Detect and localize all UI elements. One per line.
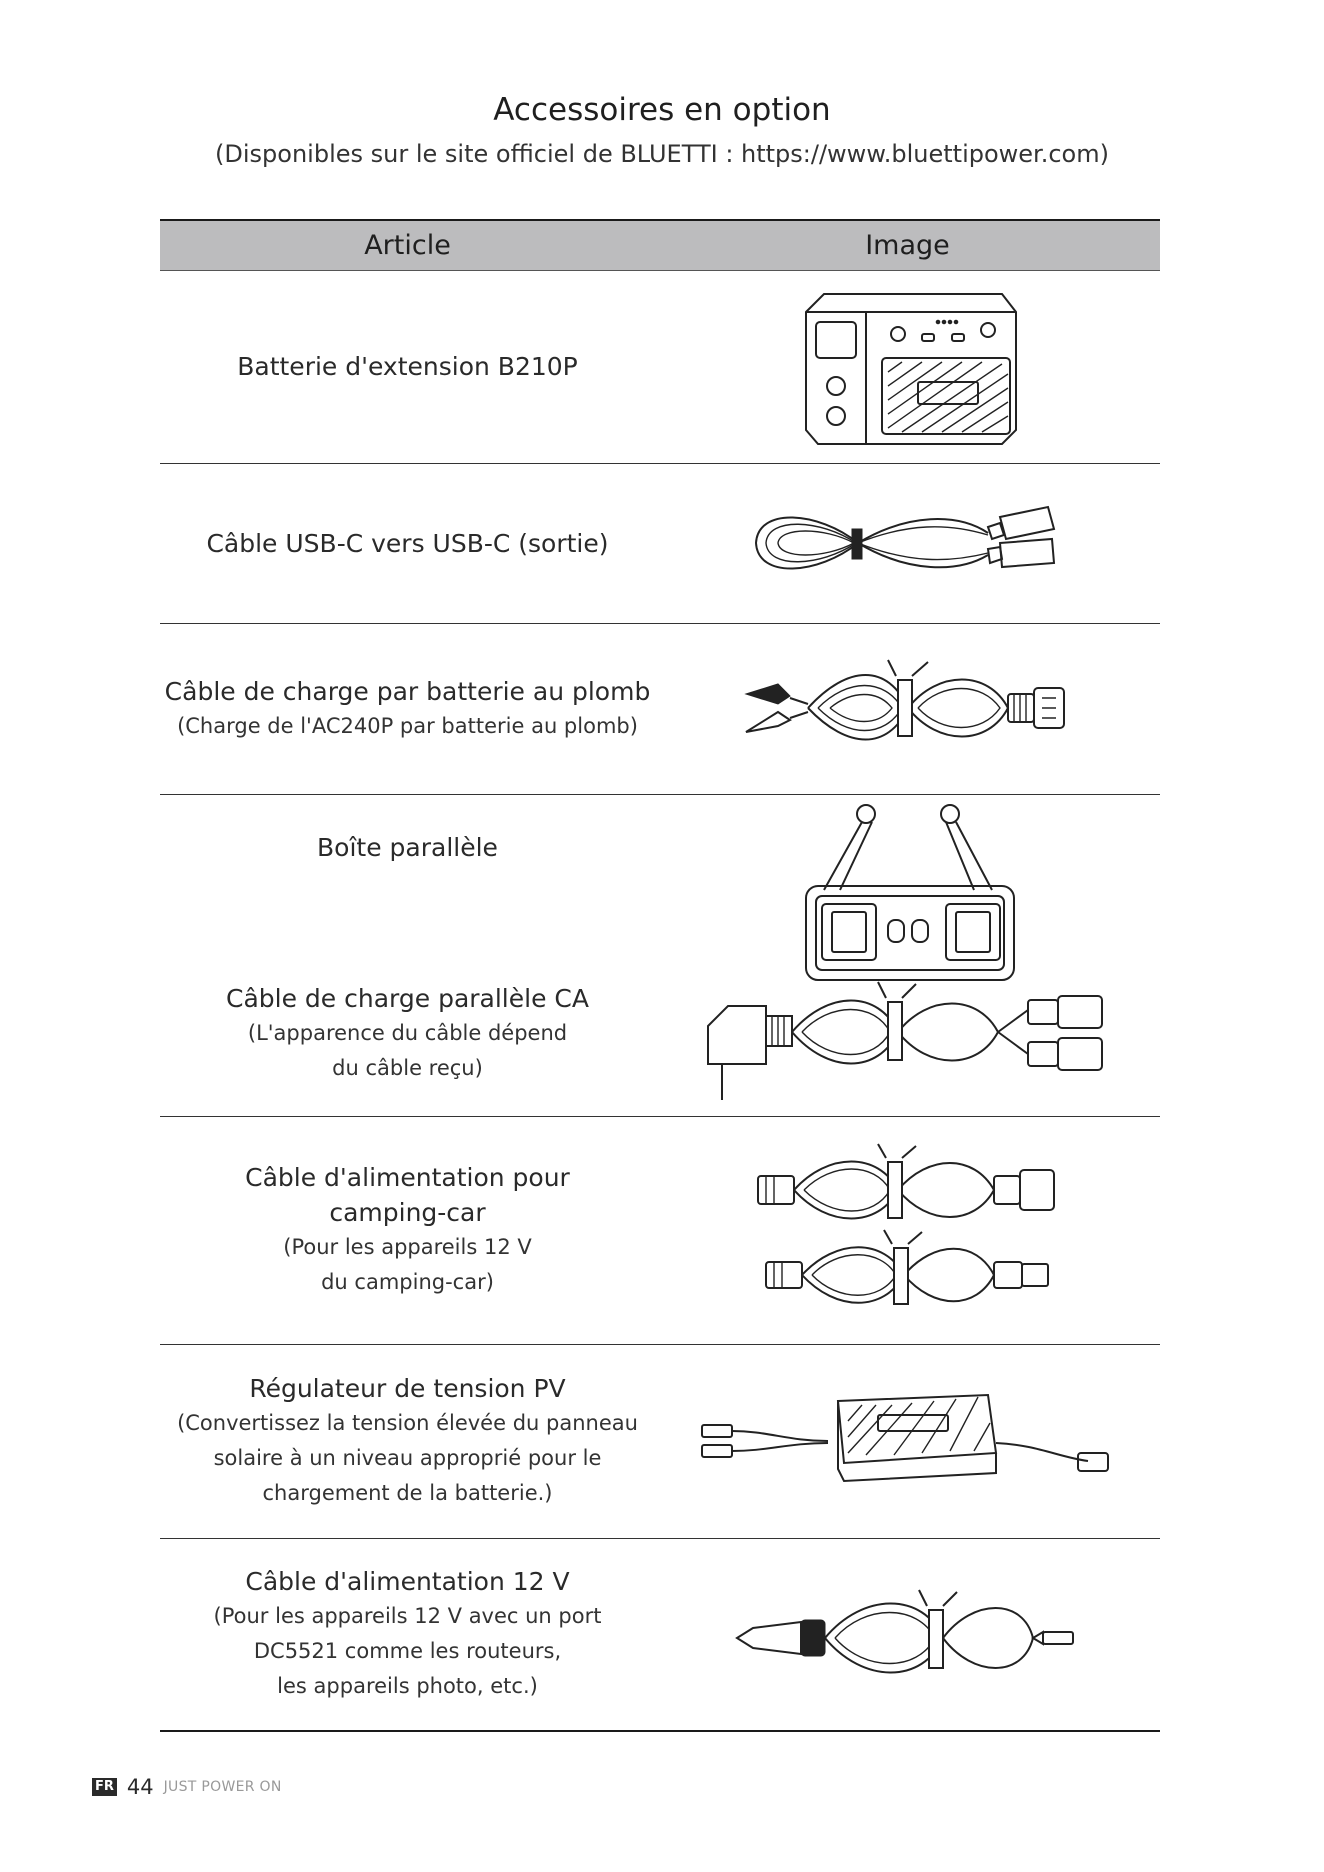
image-cell (655, 463, 1160, 624)
image-cell (655, 794, 1160, 1117)
article-name: Câble USB-C vers USB-C (sortie) (206, 528, 609, 558)
table-header-row: Article Image (160, 219, 1160, 271)
table-row: Câble d'alimentation pour camping-car (P… (160, 1116, 1160, 1345)
article-note: (Convertissez la tension élevée du panne… (177, 1411, 638, 1435)
image-cell (655, 1116, 1160, 1345)
table-row: Câble d'alimentation 12 V (Pour les appa… (160, 1538, 1160, 1732)
page-title: Accessoires en option (493, 92, 831, 128)
page-number: 44 (126, 1775, 154, 1799)
article-cell: Câble d'alimentation pour camping-car (P… (160, 1116, 655, 1345)
article-name: Câble d'alimentation 12 V (245, 1567, 570, 1597)
page-subtitle: (Disponibles sur le site officiel de BLU… (215, 140, 1109, 168)
article-note: solaire à un niveau approprié pour le (213, 1446, 602, 1470)
article-cell: Batterie d'extension B210P (160, 270, 655, 464)
battery-illustration (804, 292, 1017, 445)
rv-cable-illustration (756, 1143, 1055, 1305)
footer-slogan: JUST POWER ON (163, 1779, 282, 1795)
article-name: Régulateur de tension PV (249, 1374, 566, 1403)
image-cell (655, 623, 1160, 795)
image-cell (655, 270, 1160, 464)
table-row: Boîte parallèle Câble de charge parallèl… (160, 794, 1160, 1117)
article-cell: Boîte parallèle Câble de charge parallèl… (160, 794, 655, 1117)
article-note: DC5521 comme les routeurs, (253, 1639, 562, 1664)
parallel-box-illustration (706, 804, 1103, 1100)
article-note: les appareils photo, etc.) (277, 1674, 538, 1699)
article-cell: Câble de charge par batterie au plomb (C… (160, 623, 655, 795)
article-cell: Câble d'alimentation 12 V (Pour les appa… (160, 1538, 655, 1732)
article-name: Boîte parallèle (317, 833, 498, 862)
article-note: du camping-car) (321, 1270, 494, 1294)
header-image: Image (655, 219, 1160, 271)
car-charger-cable-illustration (734, 1589, 1074, 1674)
article-cell: Câble USB-C vers USB-C (sortie) (160, 463, 655, 624)
article-name: Batterie d'extension B210P (237, 352, 578, 381)
language-badge: FR (92, 1778, 117, 1796)
article-note: chargement de la batterie.) (262, 1481, 553, 1505)
table-row: Câble de charge par batterie au plomb (C… (160, 623, 1160, 795)
header-article: Article (160, 219, 655, 271)
image-cell (655, 1344, 1160, 1539)
article-note: (Pour les appareils 12 V avec un port (213, 1604, 602, 1629)
article-name-secondary: Câble de charge parallèle CA (226, 984, 589, 1013)
usb-c-cable-illustration (754, 505, 1055, 570)
article-note: (Pour les appareils 12 V (283, 1235, 532, 1259)
table-row: Batterie d'extension B210P (160, 270, 1160, 464)
article-name: Câble d'alimentation pour (245, 1163, 570, 1192)
table-row: Câble USB-C vers USB-C (sortie) (160, 463, 1160, 624)
article-note: du câble reçu) (332, 1056, 483, 1080)
table-row: Régulateur de tension PV (Convertissez l… (160, 1344, 1160, 1539)
article-note: (Charge de l'AC240P par batterie au plom… (177, 713, 638, 738)
article-cell: Régulateur de tension PV (Convertissez l… (160, 1344, 655, 1539)
accessories-table: Article Image Batterie d'extension B210P (160, 219, 1160, 1732)
lead-acid-cable-illustration (743, 659, 1065, 740)
page-footer: FR 44 JUST POWER ON (92, 1775, 282, 1799)
article-note: (L'apparence du câble dépend (247, 1021, 568, 1045)
image-cell (655, 1538, 1160, 1732)
article-name: Câble de charge par batterie au plomb (164, 676, 651, 706)
pv-regulator-illustration (700, 1393, 1109, 1483)
article-name: camping-car (329, 1198, 486, 1227)
